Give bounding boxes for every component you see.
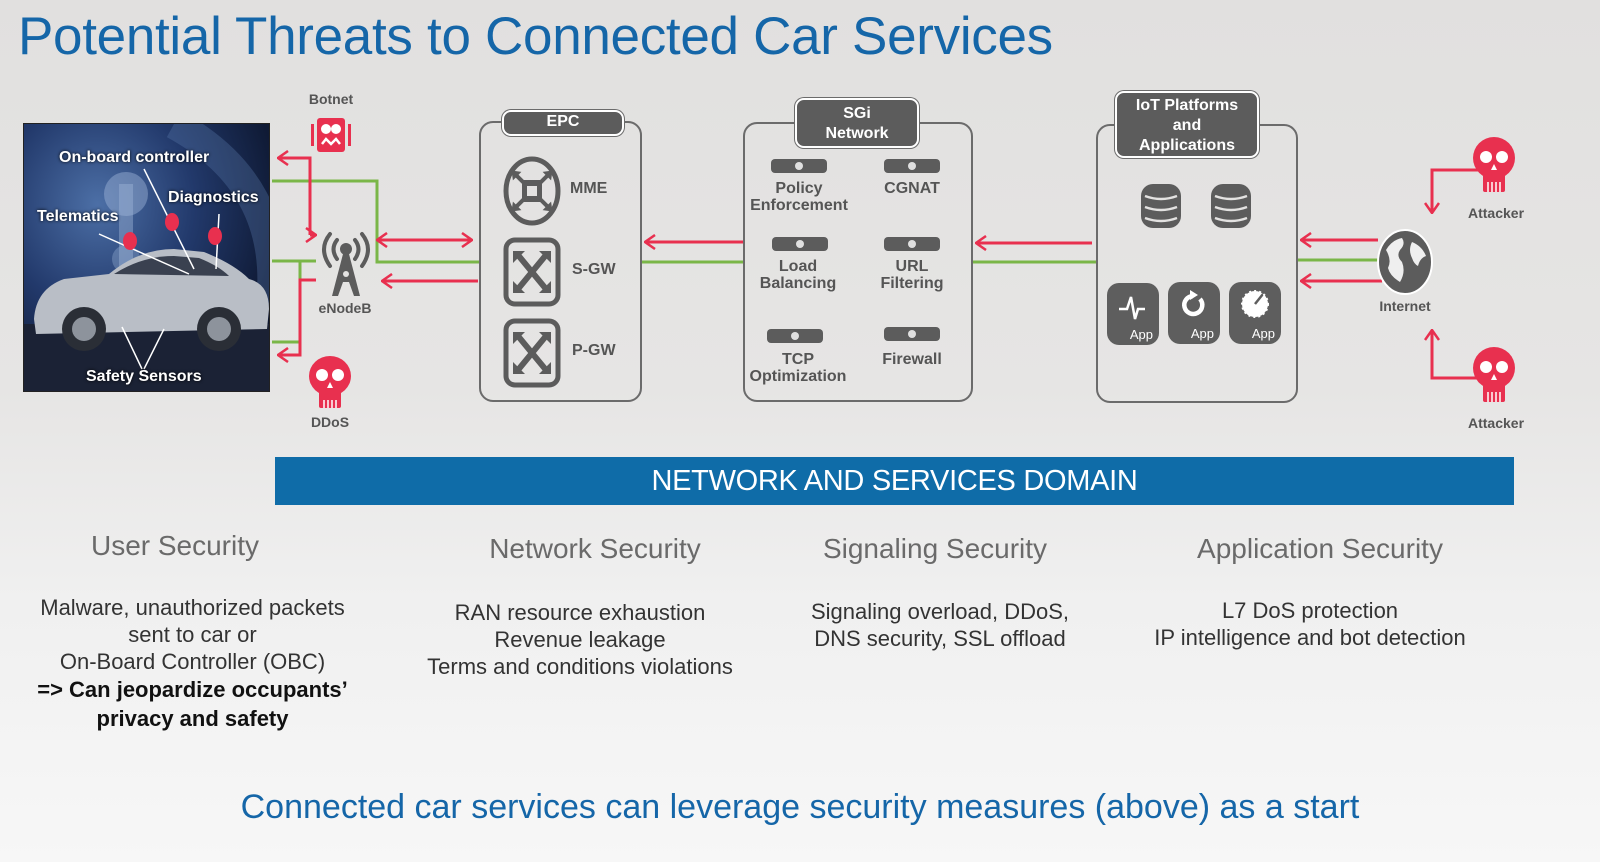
green-link-car-top [272, 179, 480, 264]
sgi-item-line1: CGNAT [884, 180, 940, 197]
gauge-icon [1241, 290, 1269, 318]
epc-item-sgw-label: S-GW [572, 261, 616, 278]
iot-header-line2: and [1172, 117, 1202, 134]
botnet-icon [311, 118, 351, 152]
database-icon [1141, 184, 1181, 228]
attacker-top-label: Attacker [1467, 205, 1525, 221]
cgnat-icon [884, 159, 940, 173]
ddos-skull-icon [309, 356, 351, 408]
app-label: App [1251, 326, 1275, 341]
body-line: On-Board Controller (OBC) [59, 649, 326, 674]
sgi-item-line1: Policy [775, 180, 823, 197]
sgi-header-line2: Network [825, 125, 889, 142]
body-line: IP intelligence and bot detection [1154, 625, 1466, 650]
threat-arrow-ddos-car [278, 278, 316, 355]
signaling-security-title: Signaling Security [822, 533, 1048, 564]
policy-enforcement-icon [771, 159, 827, 173]
body-line: sent to car or [128, 622, 257, 647]
refresh-icon [1182, 290, 1205, 317]
label-telematics: Telematics [37, 208, 119, 225]
cell-tower-icon [322, 232, 370, 296]
network-security-body: RAN resource exhaustion Revenue leakage … [405, 599, 755, 680]
footer-statement: Connected car services can leverage secu… [240, 788, 1360, 826]
ddos-label: DDoS [310, 414, 350, 430]
sgi-item-line1: Load [778, 258, 818, 275]
label-safety-sensors: Safety Sensors [86, 368, 202, 385]
sgi-item-line2: Optimization [749, 368, 847, 385]
url-filtering-icon [884, 237, 940, 251]
enodeb-label: eNodeB [318, 300, 372, 316]
load-balancing-icon [772, 237, 828, 251]
body-line: Signaling overload, DDoS, [810, 599, 1070, 624]
firewall-icon [884, 327, 940, 341]
iot-header-line1: IoT Platforms [1135, 97, 1239, 114]
page-title: Potential Threats to Connected Car Servi… [18, 7, 1053, 66]
body-line: Terms and conditions violations [427, 654, 733, 679]
body-line: L7 DoS protection [1221, 598, 1399, 623]
sgi-item-line2: Balancing [759, 275, 837, 292]
label-diagnostics: Diagnostics [168, 189, 259, 206]
globe-icon [1377, 229, 1433, 295]
sgi-item-firewall: Firewall [862, 351, 962, 368]
app-tile-heartbeat: App [1107, 283, 1159, 345]
sgi-item-line2: Enforcement [750, 197, 848, 214]
network-services-domain-bar: NETWORK AND SERVICES DOMAIN [275, 457, 1514, 505]
tcp-optimization-icon [767, 329, 823, 343]
app-label: App [1190, 326, 1214, 341]
attacker-bottom-label: Attacker [1467, 415, 1525, 431]
sgi-item-load-balancing: Load Balancing [748, 258, 848, 292]
pgw-switch-icon [503, 318, 561, 388]
network-security-title: Network Security [489, 533, 701, 564]
app-tile-gauge: App [1229, 282, 1281, 344]
app-tile-refresh: App [1168, 282, 1220, 344]
mme-router-icon [503, 156, 561, 226]
internet-label: Internet [1379, 298, 1431, 314]
application-security-title: Application Security [1197, 533, 1443, 564]
iot-platforms-header: IoT Platforms and Applications [1115, 91, 1259, 158]
body-line-bold: => Can jeopardize occupants’ [37, 677, 348, 702]
epc-item-pgw-label: P-GW [572, 342, 616, 359]
car-illustration [24, 124, 269, 391]
body-line: RAN resource exhaustion [454, 600, 706, 625]
sgi-item-cgnat: CGNAT [862, 180, 962, 197]
body-line: Revenue leakage [494, 627, 666, 652]
heartbeat-icon [1119, 296, 1145, 320]
signaling-security-body: Signaling overload, DDoS, DNS security, … [790, 598, 1090, 652]
sgi-item-url-filtering: URL Filtering [862, 258, 962, 292]
label-onboard-controller: On-board controller [59, 149, 210, 166]
sgi-item-line1: TCP [782, 351, 814, 368]
app-label: App [1129, 327, 1153, 342]
database-icon [1211, 184, 1251, 228]
body-line: DNS security, SSL offload [814, 626, 1066, 651]
iot-platforms-box [1096, 124, 1298, 403]
car-photo: On-board controller Diagnostics Telemati… [23, 123, 270, 392]
iot-header-line3: Applications [1138, 137, 1235, 154]
sgw-switch-icon [503, 237, 561, 307]
green-link-car-bottom [272, 261, 302, 344]
sgi-item-line1: Firewall [882, 351, 942, 368]
sgi-network-header: SGi Network [795, 98, 919, 148]
user-security-body: Malware, unauthorized packets sent to ca… [5, 594, 380, 733]
sgi-item-tcp-optimization: TCP Optimization [745, 351, 851, 385]
user-security-title: User Security [90, 530, 260, 561]
threat-arrow-botnet-car [278, 158, 312, 235]
application-security-body: L7 DoS protection IP intelligence and bo… [1130, 597, 1490, 651]
botnet-label: Botnet [308, 91, 354, 107]
attacker-skull-icon [1473, 137, 1515, 192]
sgi-item-line1: URL [895, 258, 929, 275]
sgi-header-line1: SGi [843, 105, 871, 122]
epc-header: EPC [502, 110, 624, 136]
sgi-item-policy-enforcement: Policy Enforcement [745, 180, 853, 214]
body-line: Malware, unauthorized packets [40, 595, 345, 620]
body-line-bold: privacy and safety [96, 706, 289, 731]
attacker-skull-icon [1473, 347, 1515, 402]
epc-item-mme-label: MME [570, 180, 608, 197]
sgi-item-line2: Filtering [880, 275, 944, 292]
